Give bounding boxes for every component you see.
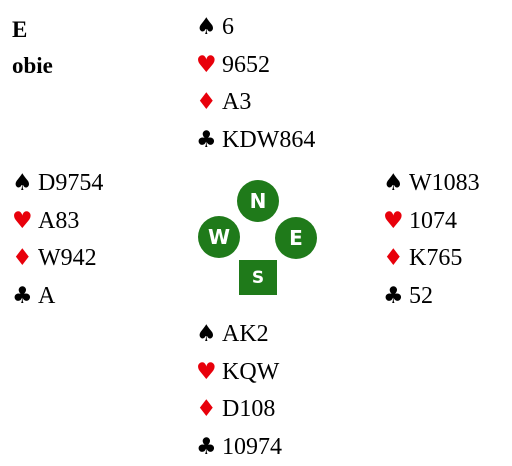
east-diamonds-row: ♦ K765 bbox=[383, 240, 480, 278]
north-hearts-cards: 9652 bbox=[222, 47, 270, 85]
north-spades-cards: 6 bbox=[222, 9, 234, 47]
compass-north-label: N bbox=[250, 189, 267, 213]
heart-icon: ♥ bbox=[12, 203, 38, 241]
deal-info: E obie bbox=[12, 12, 53, 84]
spade-icon: ♠ bbox=[383, 165, 409, 203]
east-clubs-row: ♣ 52 bbox=[383, 278, 480, 316]
east-spades-row: ♠ W1083 bbox=[383, 165, 480, 203]
spade-icon: ♠ bbox=[12, 165, 38, 203]
west-hearts-cards: A83 bbox=[38, 203, 79, 241]
heart-icon: ♥ bbox=[383, 203, 409, 241]
diamond-icon: ♦ bbox=[196, 391, 222, 429]
north-diamonds-row: ♦ A3 bbox=[196, 84, 315, 122]
south-clubs-cards: 10974 bbox=[222, 429, 282, 466]
west-diamonds-row: ♦ W942 bbox=[12, 240, 103, 278]
west-clubs-cards: A bbox=[38, 278, 55, 316]
east-diamonds-cards: K765 bbox=[409, 240, 462, 278]
north-clubs-row: ♣ KDW864 bbox=[196, 122, 315, 160]
south-diamonds-row: ♦ D108 bbox=[196, 391, 282, 429]
compass-icon: N W E S bbox=[192, 174, 322, 300]
east-spades-cards: W1083 bbox=[409, 165, 480, 203]
south-clubs-row: ♣ 10974 bbox=[196, 429, 282, 466]
east-hearts-row: ♥ 1074 bbox=[383, 203, 480, 241]
north-hearts-row: ♥ 9652 bbox=[196, 47, 315, 85]
heart-icon: ♥ bbox=[196, 354, 222, 392]
east-clubs-cards: 52 bbox=[409, 278, 433, 316]
north-hand: ♠ 6 ♥ 9652 ♦ A3 ♣ KDW864 bbox=[196, 9, 315, 159]
spade-icon: ♠ bbox=[196, 316, 222, 354]
west-hand: ♠ D9754 ♥ A83 ♦ W942 ♣ A bbox=[12, 165, 103, 315]
dealer-label: E bbox=[12, 12, 53, 48]
north-clubs-cards: KDW864 bbox=[222, 122, 315, 160]
club-icon: ♣ bbox=[12, 278, 38, 316]
vulnerability-label: obie bbox=[12, 48, 53, 84]
club-icon: ♣ bbox=[196, 122, 222, 160]
club-icon: ♣ bbox=[196, 429, 222, 466]
west-spades-cards: D9754 bbox=[38, 165, 103, 203]
south-hearts-row: ♥ KQW bbox=[196, 354, 282, 392]
heart-icon: ♥ bbox=[196, 47, 222, 85]
south-diamonds-cards: D108 bbox=[222, 391, 275, 429]
north-diamonds-cards: A3 bbox=[222, 84, 251, 122]
south-hand: ♠ AK2 ♥ KQW ♦ D108 ♣ 10974 bbox=[196, 316, 282, 466]
spade-icon: ♠ bbox=[196, 9, 222, 47]
compass-east-label: E bbox=[289, 226, 303, 250]
diamond-icon: ♦ bbox=[12, 240, 38, 278]
diamond-icon: ♦ bbox=[383, 240, 409, 278]
diamond-icon: ♦ bbox=[196, 84, 222, 122]
east-hearts-cards: 1074 bbox=[409, 203, 457, 241]
south-spades-row: ♠ AK2 bbox=[196, 316, 282, 354]
west-diamonds-cards: W942 bbox=[38, 240, 97, 278]
west-clubs-row: ♣ A bbox=[12, 278, 103, 316]
compass-south-label: S bbox=[252, 268, 264, 288]
club-icon: ♣ bbox=[383, 278, 409, 316]
compass-west-label: W bbox=[208, 225, 230, 249]
west-spades-row: ♠ D9754 bbox=[12, 165, 103, 203]
south-hearts-cards: KQW bbox=[222, 354, 279, 392]
north-spades-row: ♠ 6 bbox=[196, 9, 315, 47]
west-hearts-row: ♥ A83 bbox=[12, 203, 103, 241]
east-hand: ♠ W1083 ♥ 1074 ♦ K765 ♣ 52 bbox=[383, 165, 480, 315]
south-spades-cards: AK2 bbox=[222, 316, 269, 354]
